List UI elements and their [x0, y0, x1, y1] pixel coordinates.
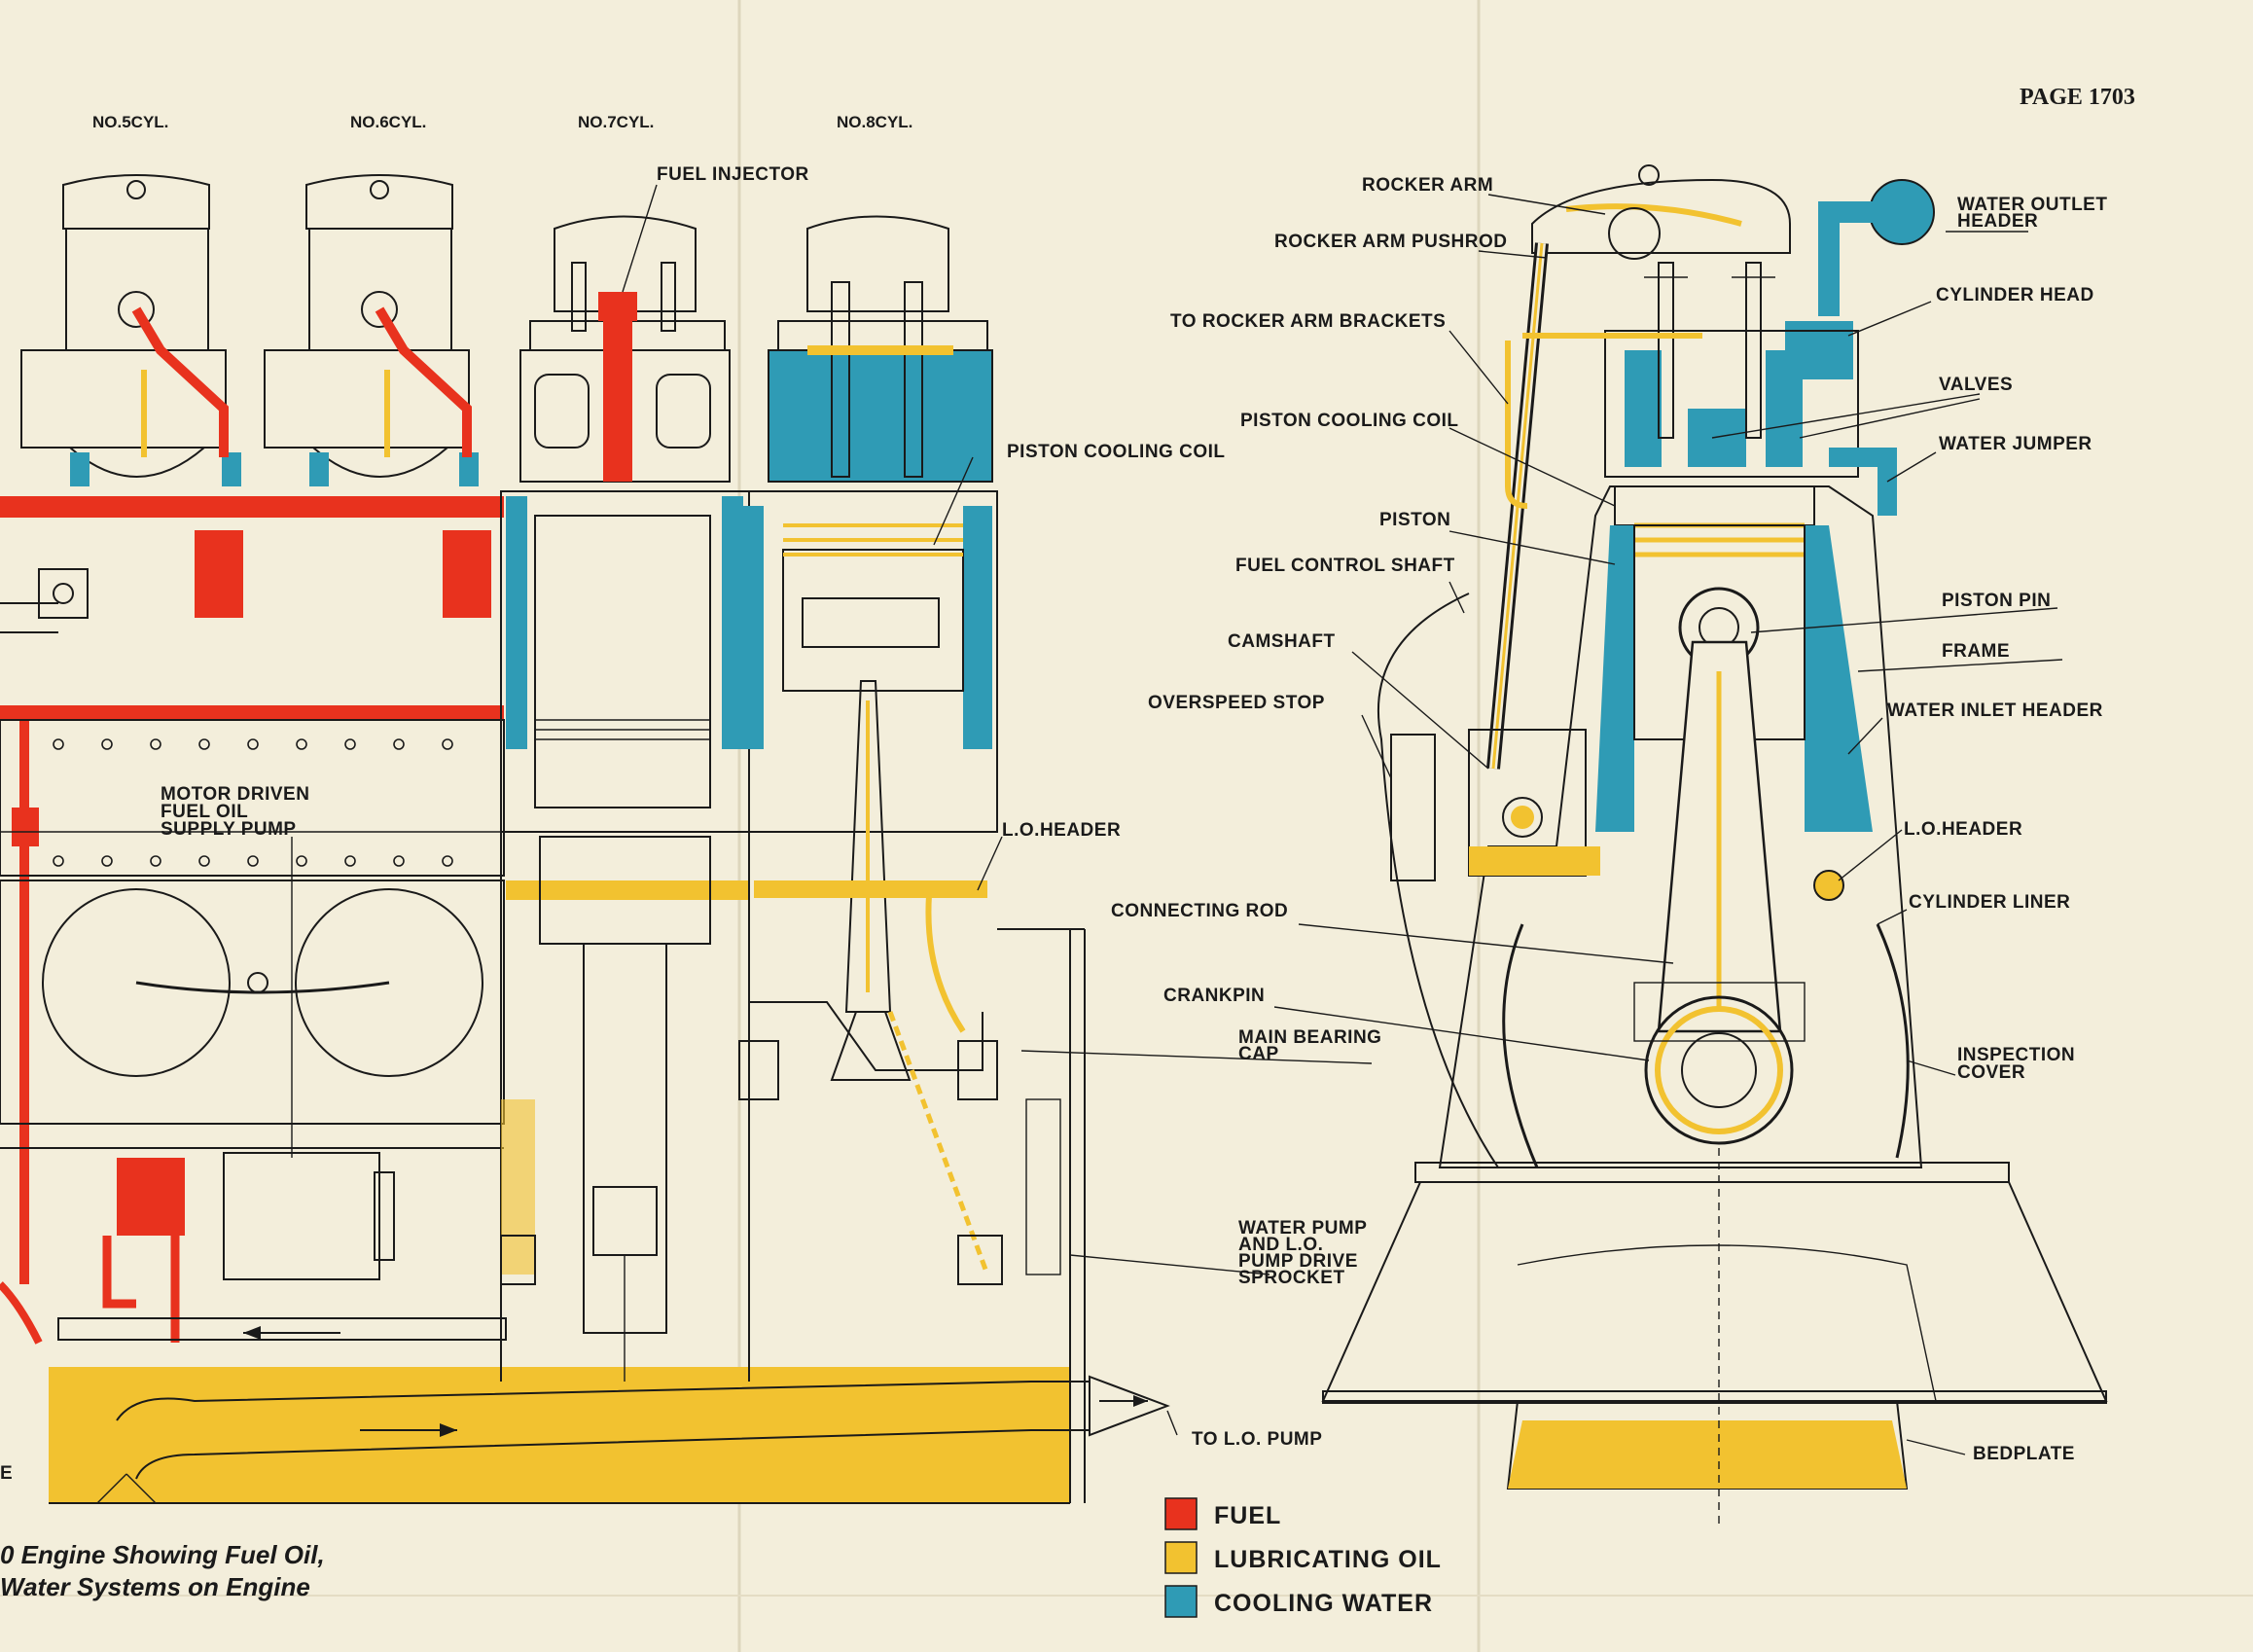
crankpin-label: CRANKPIN	[1163, 986, 1265, 1006]
rocker-arm-label: ROCKER ARM	[1362, 175, 1493, 196]
fuel-control-shaft-label: FUEL CONTROL SHAFT	[1235, 556, 1455, 576]
cylinder-head-label: CYLINDER HEAD	[1936, 285, 2094, 305]
inspection-cover-label-1: INSPECTION	[1957, 1045, 2075, 1065]
labels: PAGE 1703 NO.5CYL. NO.6CYL. NO.7CYL. NO.…	[0, 85, 2135, 1601]
overspeed-stop-label: OVERSPEED STOP	[1148, 693, 1325, 713]
cylinder-5-label: NO.5CYL.	[92, 113, 168, 131]
left-leaders	[291, 184, 1178, 1436]
piston-label: PISTON	[1379, 510, 1450, 530]
fuel-injector-label: FUEL INJECTOR	[657, 164, 809, 185]
page-number: PAGE 1703	[2020, 85, 2135, 110]
main-bearing-cap-label-1: MAIN BEARING	[1238, 1027, 1381, 1048]
water-outlet-header-label-1: WATER OUTLET	[1957, 195, 2107, 215]
lo-header-left-label: L.O.HEADER	[1002, 820, 1121, 841]
water-outlet-header	[1785, 179, 1935, 379]
to-lo-pump-label: TO L.O. PUMP	[1192, 1429, 1322, 1450]
frame-label: FRAME	[1942, 641, 2010, 662]
water-pump-label-1: WATER PUMP	[1238, 1218, 1367, 1239]
lo-header-right-label: L.O.HEADER	[1904, 819, 2022, 840]
water-jumper-label: WATER JUMPER	[1939, 434, 2092, 454]
bedplate-label: BEDPLATE	[1973, 1444, 2075, 1464]
legend-label-fuel: FUEL	[1214, 1502, 1281, 1529]
legend-label-lube-oil: LUBRICATING OIL	[1214, 1546, 1442, 1573]
right-leaders	[1020, 194, 2063, 1455]
legend: FUEL LUBRICATING OIL COOLING WATER	[1164, 1497, 1442, 1618]
oil-sump	[49, 1367, 1170, 1504]
valves-label: VALVES	[1939, 375, 2013, 395]
cylinder-5-head	[20, 174, 227, 478]
cylinder-8-section	[734, 215, 1086, 1503]
fuel-header	[0, 496, 504, 1345]
cylinder-7-label: NO.7CYL.	[578, 113, 654, 131]
motor-driven-pump	[57, 1152, 507, 1343]
camshaft-label: CAMSHAFT	[1228, 631, 1336, 652]
main-bearing-cap-label-2: CAP	[1238, 1044, 1279, 1064]
motor-pump-label-3: SUPPLY PUMP	[161, 819, 297, 840]
caption-line-2: Water Systems on Engine	[0, 1572, 310, 1601]
connecting-rod-label: CONNECTING ROD	[1111, 901, 1288, 921]
strainer-fragment-label: E	[0, 1463, 13, 1484]
cylinder-liner-label: CYLINDER LINER	[1909, 892, 2070, 913]
cylinder-8-label: NO.8CYL.	[837, 113, 912, 131]
piston-cooling-coil-left-label: PISTON COOLING COIL	[1007, 442, 1226, 462]
water-outlet-header-label-2: HEADER	[1957, 211, 2038, 232]
legend-label-cooling-water: COOLING WATER	[1214, 1590, 1433, 1617]
motor-pump-label-2: FUEL OIL	[161, 802, 248, 822]
to-rocker-arm-brackets-label: TO ROCKER ARM BRACKETS	[1170, 311, 1446, 332]
water-pump-label-2: AND L.O.	[1238, 1235, 1323, 1255]
cylinder-6-head	[264, 174, 470, 478]
rocker-arm-pushrod-label: ROCKER ARM PUSHROD	[1274, 232, 1507, 252]
water-pump-label-3: PUMP DRIVE	[1238, 1251, 1358, 1272]
caption-line-1: 0 Engine Showing Fuel Oil,	[0, 1540, 325, 1569]
legend-swatch-cooling-water	[1164, 1585, 1198, 1618]
piston-pin-label: PISTON PIN	[1942, 591, 2051, 611]
accessory-housing	[0, 719, 505, 1149]
piston-cooling-coil-center-label: PISTON COOLING COIL	[1240, 411, 1459, 431]
cross-section	[1020, 164, 2108, 1527]
inspection-cover-label-2: COVER	[1957, 1062, 2025, 1083]
longitudinal-section	[0, 174, 1178, 1504]
water-inlet-header-label: WATER INLET HEADER	[1887, 700, 2103, 721]
motor-pump-label-1: MOTOR DRIVEN	[161, 784, 309, 805]
cylinder-6-label: NO.6CYL.	[350, 113, 426, 131]
legend-swatch-lube-oil	[1164, 1541, 1198, 1574]
water-pump-label-4: SPROCKET	[1238, 1268, 1345, 1288]
cylinder-7-section	[500, 215, 750, 1382]
legend-swatch-fuel	[1164, 1497, 1198, 1530]
bedplate	[1321, 1148, 2108, 1527]
